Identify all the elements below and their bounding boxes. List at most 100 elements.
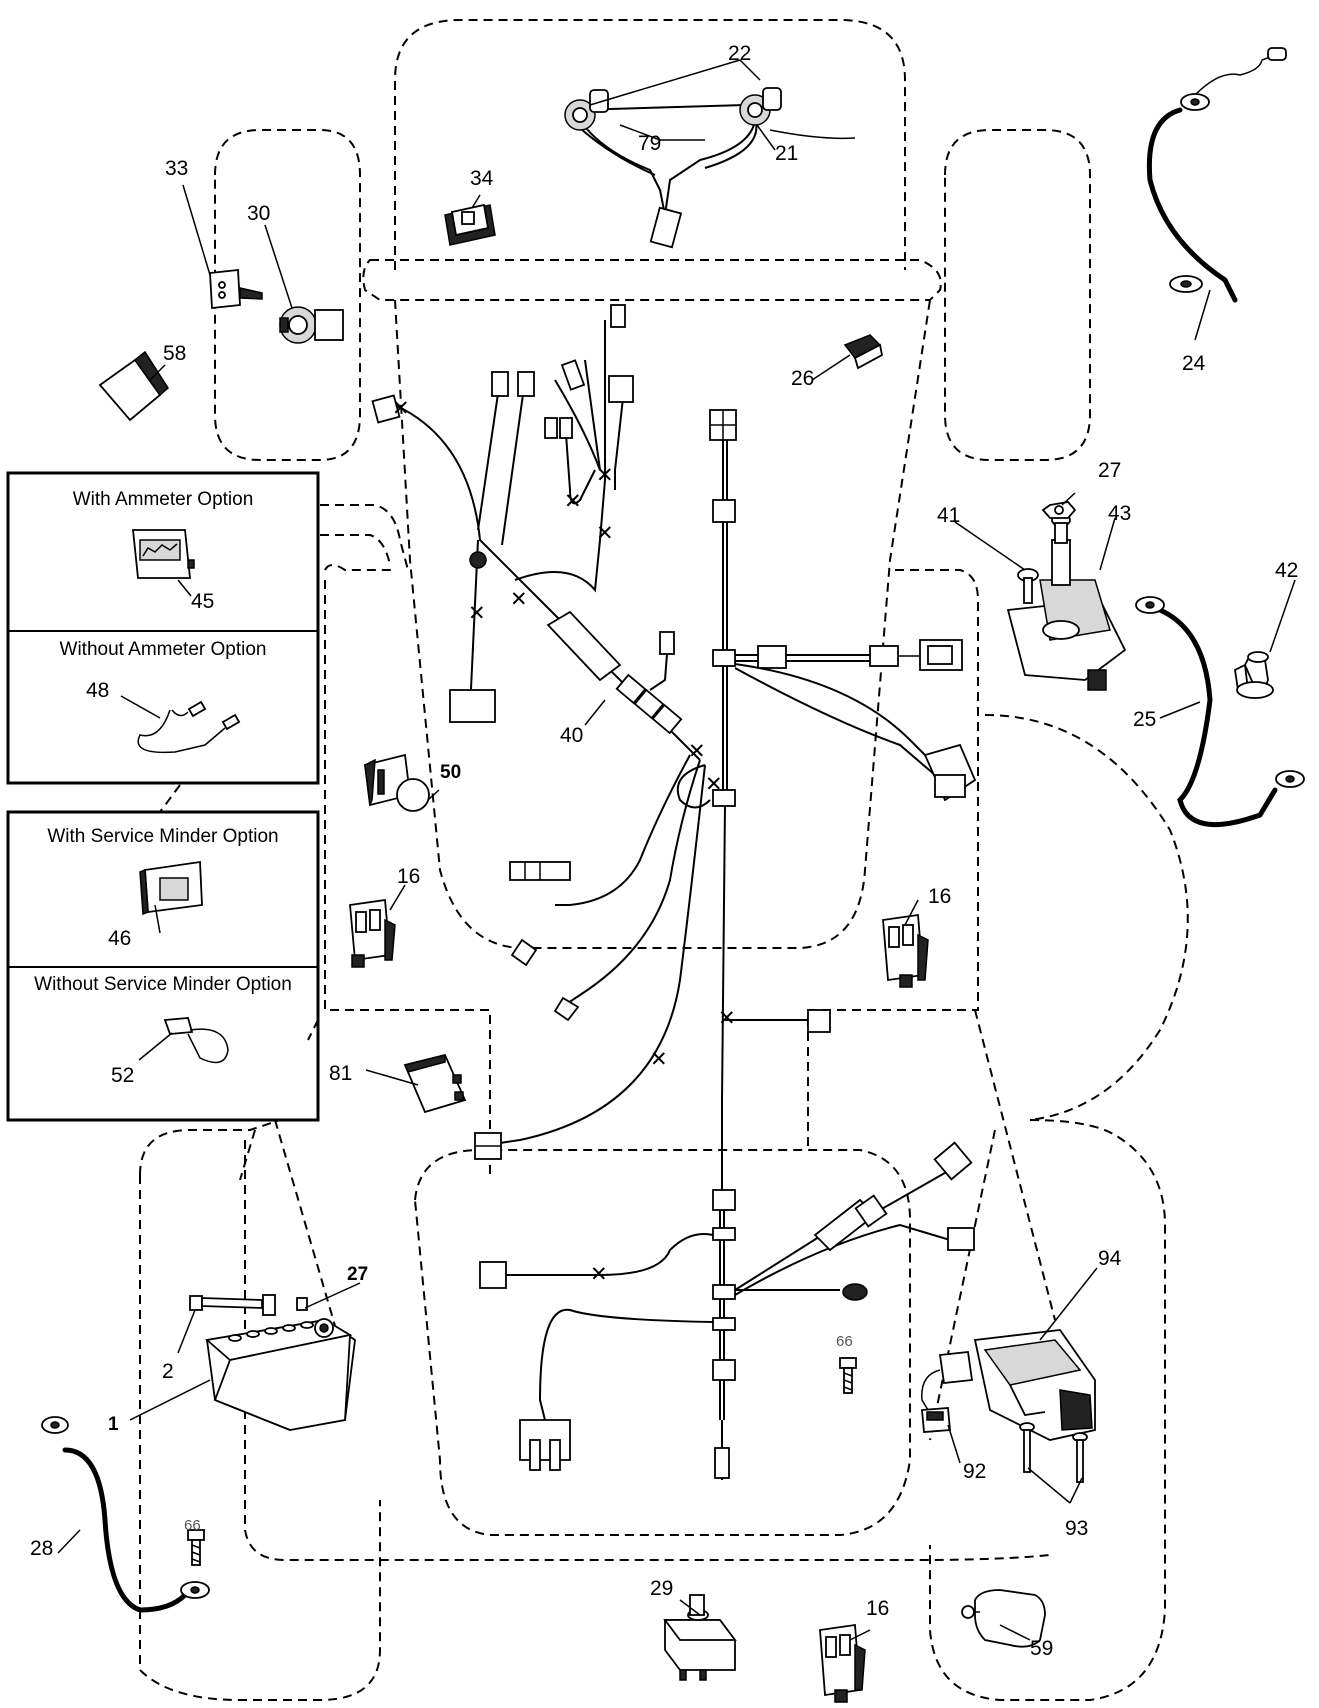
cable-24 <box>1146 47 1287 303</box>
svg-text:✕: ✕ <box>596 522 614 545</box>
callout-33: 33 <box>165 157 188 180</box>
svg-text:✕: ✕ <box>718 1007 736 1030</box>
callout-16-bottom: 16 <box>866 1597 889 1620</box>
switch-29 <box>663 1594 737 1681</box>
callout-27-top: 27 <box>1098 459 1121 482</box>
fuse-26 <box>843 334 884 370</box>
tag-58 <box>98 350 169 422</box>
region-right-arc <box>984 714 1189 1121</box>
region-left-mid <box>324 564 491 1180</box>
connector-92 <box>921 1351 974 1433</box>
solenoid-43 <box>1006 513 1127 691</box>
region-lower-center <box>413 1149 911 1536</box>
region-right-pod <box>944 129 1091 461</box>
option-without-ammeter: Without Ammeter Option <box>60 639 267 660</box>
callout-59: 59 <box>1030 1637 1053 1660</box>
option-with-minder: With Service Minder Option <box>47 826 278 847</box>
callout-52: 52 <box>111 1064 134 1087</box>
option-box-ammeter: With Ammeter Option Without Ammeter Opti… <box>6 471 320 785</box>
callout-45: 45 <box>191 590 214 613</box>
switch-16-right <box>882 913 929 988</box>
region-lower-left-inner <box>244 1140 1051 1561</box>
relay-81 <box>403 1053 467 1114</box>
svg-text:✕: ✕ <box>468 602 486 625</box>
callout-25: 25 <box>1133 708 1156 731</box>
cable-25 <box>1135 596 1305 828</box>
screw-41 <box>1017 568 1039 604</box>
callout-29: 29 <box>650 1577 673 1600</box>
headlight-harness <box>564 87 782 249</box>
leader-lines <box>57 59 1296 1641</box>
callout-16-right: 16 <box>928 885 951 908</box>
splice-marks: ✕ ✕ ✕ ✕ ✕ ✕ ✕ ✕ ✕ ✕ ✕ <box>392 397 736 1286</box>
svg-text:✕: ✕ <box>590 1263 608 1286</box>
key-33 <box>209 269 263 309</box>
battery-1 <box>204 1294 356 1431</box>
callout-30: 30 <box>247 202 270 225</box>
svg-text:✕: ✕ <box>564 490 582 513</box>
svg-text:✕: ✕ <box>688 740 706 763</box>
callout-40: 40 <box>560 724 583 747</box>
region-right-mid <box>807 569 979 1150</box>
svg-text:✕: ✕ <box>705 773 723 796</box>
cable-28 <box>41 1416 210 1613</box>
option-with-ammeter: With Ammeter Option <box>73 489 254 510</box>
callout-81: 81 <box>329 1062 352 1085</box>
screw-66-left <box>187 1529 205 1566</box>
callout-43: 43 <box>1108 502 1131 525</box>
callout-2: 2 <box>162 1360 174 1383</box>
callout-48: 48 <box>86 679 109 702</box>
screws-93 <box>1019 1422 1088 1483</box>
nut-27-top <box>1041 501 1077 519</box>
wire-harness: ✕ ✕ ✕ ✕ ✕ ✕ ✕ ✕ ✕ ✕ ✕ <box>371 304 977 1480</box>
callout-28: 28 <box>30 1537 53 1560</box>
callout-34: 34 <box>470 167 494 190</box>
callout-24: 24 <box>1182 352 1206 375</box>
option-without-minder: Without Service Minder Option <box>34 974 292 995</box>
region-left-pod <box>214 129 361 461</box>
callout-26: 26 <box>791 367 814 390</box>
svg-text:✕: ✕ <box>392 397 410 420</box>
callout-50: 50 <box>440 762 461 783</box>
module-94 <box>973 1329 1096 1441</box>
boot-42 <box>1234 651 1274 699</box>
region-center-body <box>394 299 931 949</box>
callout-42: 42 <box>1275 559 1298 582</box>
callout-labels: 22 21 79 34 33 30 58 26 24 27 41 43 42 2… <box>30 42 1298 1660</box>
region-dash-panel <box>394 19 906 270</box>
callout-27-bottom: 27 <box>347 1264 368 1285</box>
svg-text:✕: ✕ <box>510 588 528 611</box>
callout-21: 21 <box>775 142 798 165</box>
callout-41: 41 <box>937 504 960 527</box>
region-lower-right-diag <box>929 1009 1056 1441</box>
callout-1: 1 <box>108 1414 119 1435</box>
region-lower-left-diag <box>239 1119 346 1361</box>
module-59 <box>961 1589 1046 1648</box>
svg-text:✕: ✕ <box>596 464 614 487</box>
region-lower-left <box>139 1119 381 1701</box>
region-dash-bar <box>362 259 942 301</box>
callout-79: 79 <box>638 132 661 155</box>
switch-34 <box>444 203 496 246</box>
callout-22: 22 <box>728 42 751 65</box>
switch-50 <box>364 753 430 812</box>
bolt-2 <box>189 1295 263 1311</box>
callout-66-right: 66 <box>836 1333 853 1350</box>
svg-text:✕: ✕ <box>650 1048 668 1071</box>
callout-46: 46 <box>108 927 131 950</box>
screw-66-right <box>839 1357 857 1394</box>
callout-93: 93 <box>1065 1517 1088 1540</box>
ignition-switch-30 <box>279 306 344 344</box>
switch-16-left <box>349 898 396 968</box>
callout-94: 94 <box>1098 1247 1122 1270</box>
switch-16-bottom <box>819 1623 866 1703</box>
region-lower-right <box>929 1119 1166 1701</box>
callout-58: 58 <box>163 342 186 365</box>
callout-92: 92 <box>963 1460 986 1483</box>
callout-66-left: 66 <box>184 1517 201 1534</box>
region-outlines <box>139 19 1189 1701</box>
region-option-link <box>320 504 409 571</box>
option-box-minder: With Service Minder Option Without Servi… <box>6 810 320 1122</box>
callout-16-left: 16 <box>397 865 420 888</box>
